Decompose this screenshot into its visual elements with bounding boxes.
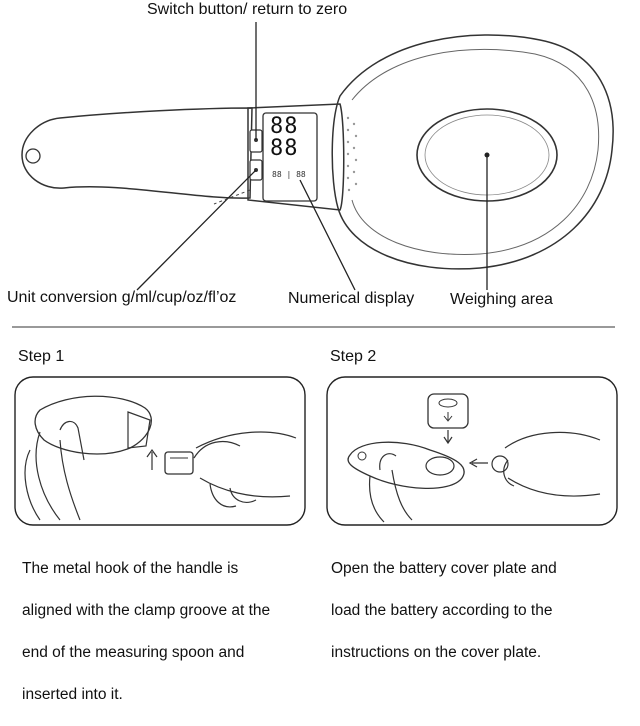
step-1-spoon	[34, 395, 152, 455]
spoon-diagram	[12, 22, 615, 328]
display-panel	[262, 112, 318, 202]
step-2-handle	[347, 441, 465, 490]
step-2-title: Step 2	[330, 348, 377, 365]
handle-hole	[25, 148, 41, 164]
grip-dots	[346, 116, 358, 192]
display-top-digits: 88	[270, 114, 299, 139]
step-1-line-3: end of the measuring spoon and	[22, 644, 245, 661]
step-2-battery-cover	[427, 393, 469, 429]
scale-housing	[247, 103, 345, 211]
spoon-handle	[21, 107, 253, 199]
display-bottom-digits: 88	[270, 136, 299, 161]
step-2-arrow	[468, 458, 488, 468]
label-unit-conversion: Unit conversion g/ml/cup/oz/fl’oz	[7, 289, 237, 306]
step-1-arrow	[146, 448, 158, 470]
label-switch-button: Switch button/ return to zero	[147, 1, 348, 18]
display-mini-readout: 88 | 88	[272, 170, 306, 179]
step-1-frame	[14, 376, 306, 526]
label-numerical-display: Numerical display	[288, 290, 415, 307]
step-1-handle-piece	[164, 451, 194, 475]
pointer-unit	[136, 169, 257, 291]
step-1-line-4: inserted into it.	[22, 686, 123, 703]
label-weighing-area: Weighing area	[450, 291, 553, 308]
step-illustrations	[14, 376, 618, 526]
step-2-description: Open the battery cover plate and load th…	[331, 537, 631, 684]
step-1-description: The metal hook of the handle is aligned …	[22, 537, 312, 726]
step-1-line-2: aligned with the clamp groove at the	[22, 602, 271, 619]
step-2-line-3: instructions on the cover plate.	[331, 644, 542, 661]
step-1-title: Step 1	[18, 348, 65, 365]
step-2-line-2: load the battery according to the	[331, 602, 553, 619]
spoon-bowl	[331, 34, 614, 270]
pointer-display	[299, 179, 356, 291]
step-1-line-1: The metal hook of the handle is	[22, 560, 239, 577]
step-2-frame	[326, 376, 618, 526]
step-2-line-1: Open the battery cover plate and	[331, 560, 557, 577]
